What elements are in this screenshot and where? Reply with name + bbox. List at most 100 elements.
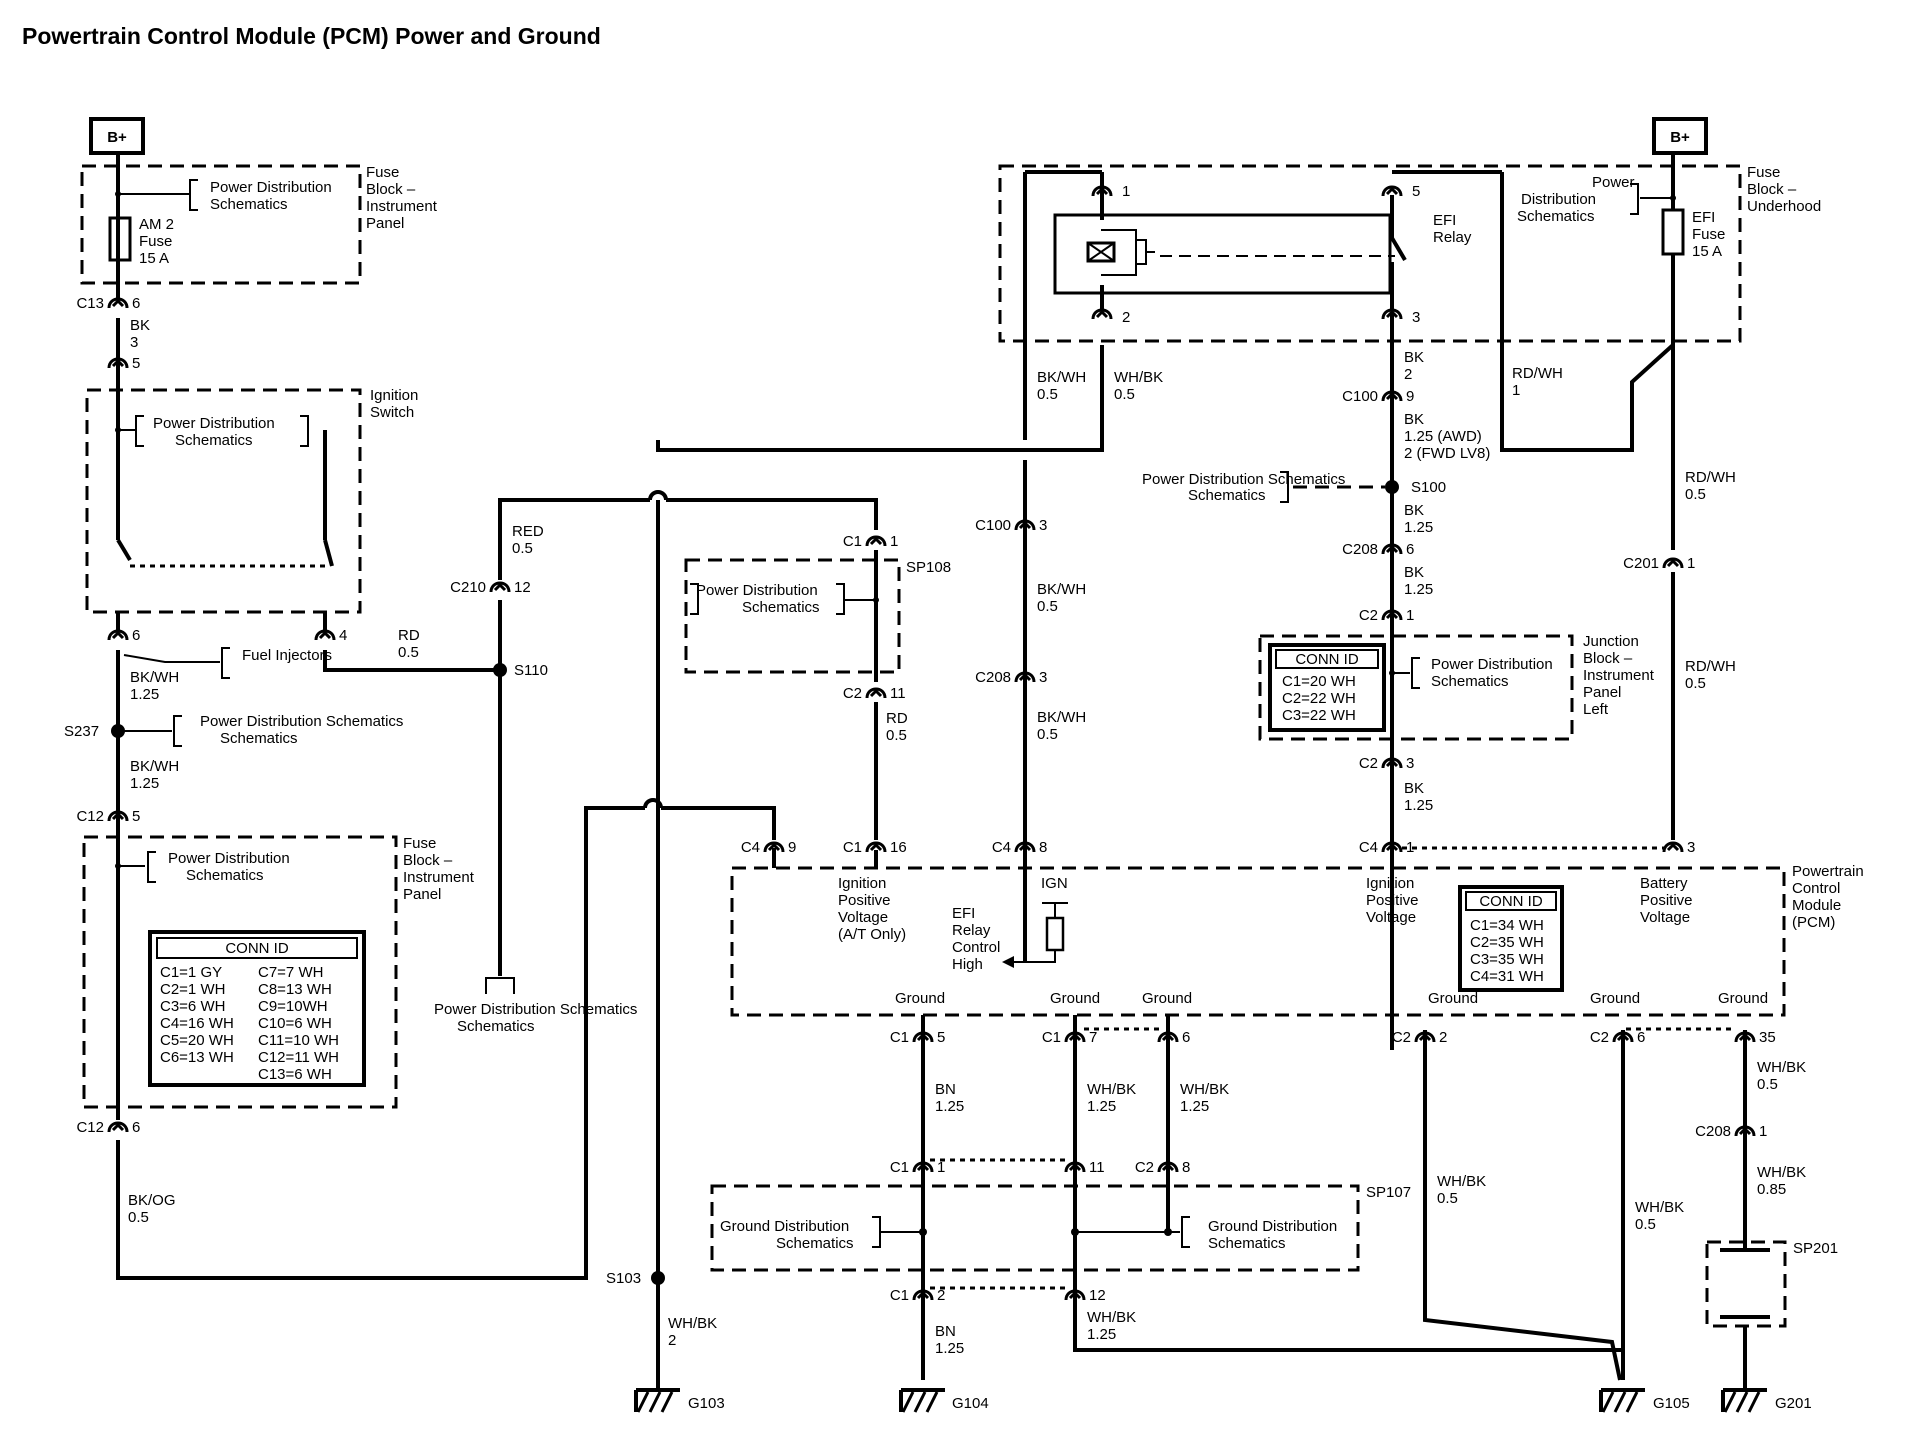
wire-label: WH/BK0.5 (1757, 1059, 1806, 1093)
svg-text:C2=35 WH: C2=35 WH (1470, 934, 1544, 951)
svg-text:3: 3 (130, 334, 138, 351)
svg-text:WH/BK: WH/BK (1180, 1081, 1229, 1098)
svg-text:Schematics: Schematics (220, 730, 298, 747)
wire-label: RD/WH0.5 (1685, 469, 1736, 503)
svg-text:RED: RED (512, 523, 544, 540)
connector-pin-4: 4 (314, 627, 347, 644)
svg-text:C2=22 WH: C2=22 WH (1282, 690, 1356, 707)
svg-text:C1: C1 (890, 1159, 909, 1176)
svg-text:Ignition: Ignition (1366, 875, 1414, 892)
ground-g105: G105 (1653, 1395, 1690, 1412)
svg-text:WH/BK: WH/BK (1757, 1164, 1806, 1181)
svg-text:Voltage: Voltage (838, 909, 888, 926)
connector-pin-12: 12 (1064, 1287, 1106, 1304)
svg-text:1.25: 1.25 (1087, 1098, 1116, 1115)
splice-s110 (493, 663, 507, 677)
svg-text:Block –: Block – (1583, 650, 1633, 667)
wire-label: RD/WH0.5 (1685, 658, 1736, 692)
svg-text:BK: BK (1404, 349, 1424, 366)
wire-label: RD/WH1 (1512, 365, 1563, 399)
connector-pin-3: 3 (1662, 839, 1695, 856)
svg-text:Instrument: Instrument (366, 198, 438, 215)
svg-text:0.5: 0.5 (886, 727, 907, 744)
svg-text:0.5: 0.5 (1685, 486, 1706, 503)
svg-text:Power Distribution: Power Distribution (210, 179, 332, 196)
svg-text:Ground: Ground (895, 990, 945, 1007)
svg-text:0.85: 0.85 (1757, 1181, 1786, 1198)
svg-text:0.5: 0.5 (1635, 1216, 1656, 1233)
svg-text:C100: C100 (975, 517, 1011, 534)
svg-text:C2: C2 (1392, 1029, 1411, 1046)
svg-text:Ignition: Ignition (838, 875, 886, 892)
svg-text:1.25: 1.25 (1404, 797, 1433, 814)
svg-text:BN: BN (935, 1081, 956, 1098)
svg-text:9: 9 (788, 839, 796, 856)
svg-text:Fuse: Fuse (1692, 226, 1725, 243)
svg-text:C4: C4 (1359, 839, 1378, 856)
svg-text:Powertrain: Powertrain (1792, 863, 1864, 880)
svg-text:0.5: 0.5 (128, 1209, 149, 1226)
svg-text:Fuse: Fuse (1747, 164, 1780, 181)
svg-text:C201: C201 (1623, 555, 1659, 572)
svg-text:15 A: 15 A (1692, 243, 1722, 260)
svg-text:7: 7 (1089, 1029, 1097, 1046)
svg-text:8: 8 (1039, 839, 1047, 856)
svg-text:SP201: SP201 (1793, 1240, 1838, 1257)
splice-s100 (1385, 480, 1399, 494)
svg-text:C1: C1 (890, 1029, 909, 1046)
page-title: Powertrain Control Module (PCM) Power an… (22, 23, 601, 49)
svg-text:WH/BK: WH/BK (1087, 1309, 1136, 1326)
wire-label: BK/WH0.5 (1037, 581, 1086, 615)
svg-text:C4: C4 (992, 839, 1011, 856)
svg-text:C5=20 WH: C5=20 WH (160, 1032, 234, 1049)
svg-text:RD/WH: RD/WH (1685, 658, 1736, 675)
svg-text:C6=13 WH: C6=13 WH (160, 1049, 234, 1066)
svg-text:1.25: 1.25 (1180, 1098, 1209, 1115)
ground-g201: G201 (1775, 1395, 1812, 1412)
svg-text:C208: C208 (975, 669, 1011, 686)
splice-label: S110 (514, 662, 548, 679)
svg-text:High: High (952, 956, 983, 973)
svg-text:Left: Left (1583, 701, 1609, 718)
svg-text:Module: Module (1792, 897, 1841, 914)
svg-text:C100: C100 (1342, 388, 1378, 405)
svg-text:Instrument: Instrument (1583, 667, 1655, 684)
svg-text:Block –: Block – (1747, 181, 1797, 198)
fuse-block-underhood: Fuse Block – Underhood (998, 164, 1821, 343)
svg-text:1.25: 1.25 (1087, 1326, 1116, 1343)
svg-text:1.25 (AWD): 1.25 (AWD) (1404, 428, 1482, 445)
svg-text:Schematics: Schematics (742, 599, 820, 616)
svg-text:6: 6 (1637, 1029, 1645, 1046)
svg-text:C7=7 WH: C7=7 WH (258, 964, 323, 981)
svg-text:C3=22 WH: C3=22 WH (1282, 707, 1356, 724)
svg-text:6: 6 (132, 1119, 140, 1136)
svg-text:WH/BK: WH/BK (1114, 369, 1163, 386)
svg-text:9: 9 (1406, 388, 1414, 405)
svg-text:Battery: Battery (1640, 875, 1688, 892)
svg-text:C10=6 WH: C10=6 WH (258, 1015, 332, 1032)
svg-text:Positive: Positive (1640, 892, 1693, 909)
svg-text:C208: C208 (1342, 541, 1378, 558)
fuse-block-instrument-panel-bottom: Fuse Block – Instrument Panel Power Dist… (82, 835, 475, 1109)
svg-text:C1=34 WH: C1=34 WH (1470, 917, 1544, 934)
svg-text:1.25: 1.25 (1404, 519, 1433, 536)
svg-text:Block –: Block – (366, 181, 416, 198)
svg-text:C2: C2 (1135, 1159, 1154, 1176)
svg-text:C8=13 WH: C8=13 WH (258, 981, 332, 998)
svg-text:1: 1 (1406, 607, 1414, 624)
splice-s103 (651, 1271, 665, 1285)
svg-text:Ground: Ground (1590, 990, 1640, 1007)
svg-text:RD/WH: RD/WH (1685, 469, 1736, 486)
svg-text:BK: BK (1404, 502, 1424, 519)
svg-text:11: 11 (1089, 1159, 1105, 1176)
wire-label: BK/OG0.5 (128, 1192, 176, 1226)
svg-text:C12: C12 (76, 1119, 104, 1136)
svg-text:Panel: Panel (403, 886, 441, 903)
ground-g104: G104 (952, 1395, 989, 1412)
